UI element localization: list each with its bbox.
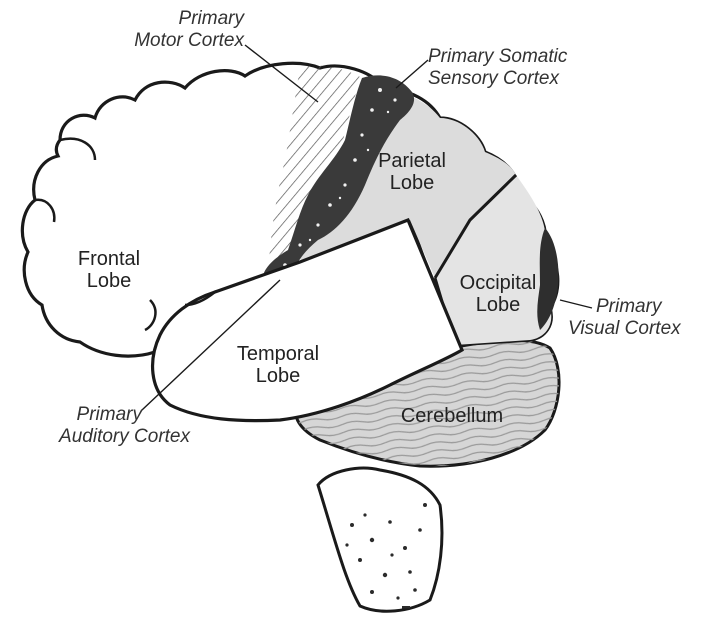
- parietal-label-line-1: Parietal: [366, 150, 458, 172]
- occipital-label-line-1: Occipital: [448, 272, 548, 294]
- frontal-label-line-1: Frontal: [64, 248, 154, 270]
- occipital-lobe-label: Occipital Lobe: [448, 272, 548, 316]
- cerebellum-label: Cerebellum: [382, 405, 522, 427]
- visual-callout-line-2: Visual Cortex: [568, 318, 716, 340]
- brainstem: [318, 468, 442, 611]
- motor-callout-line-1: Primary: [84, 8, 244, 30]
- auditory-callout-line-2: Auditory Cortex: [6, 426, 190, 448]
- somatic-callout-line-2: Sensory Cortex: [428, 68, 628, 90]
- occipital-label-line-2: Lobe: [448, 294, 548, 316]
- visual-callout-line-1: Primary: [568, 296, 716, 318]
- frontal-lobe-label: Frontal Lobe: [64, 248, 154, 292]
- somatic-sensory-callout: Primary Somatic Sensory Cortex: [428, 46, 628, 90]
- motor-callout-line-2: Motor Cortex: [84, 30, 244, 52]
- parietal-label-line-2: Lobe: [366, 172, 458, 194]
- visual-cortex-callout: Primary Visual Cortex: [568, 296, 716, 340]
- temporal-label-line-1: Temporal: [228, 343, 328, 365]
- somatic-callout-line: [396, 60, 428, 88]
- temporal-label-line-2: Lobe: [228, 365, 328, 387]
- cerebellum-label-text: Cerebellum: [382, 405, 522, 427]
- temporal-lobe-label: Temporal Lobe: [228, 343, 328, 387]
- motor-cortex-callout: Primary Motor Cortex: [84, 8, 244, 52]
- frontal-label-line-2: Lobe: [64, 270, 154, 292]
- auditory-cortex-callout: Primary Auditory Cortex: [6, 404, 190, 448]
- parietal-lobe-label: Parietal Lobe: [366, 150, 458, 194]
- auditory-callout-line-1: Primary: [6, 404, 190, 426]
- somatic-callout-line-1: Primary Somatic: [428, 46, 628, 68]
